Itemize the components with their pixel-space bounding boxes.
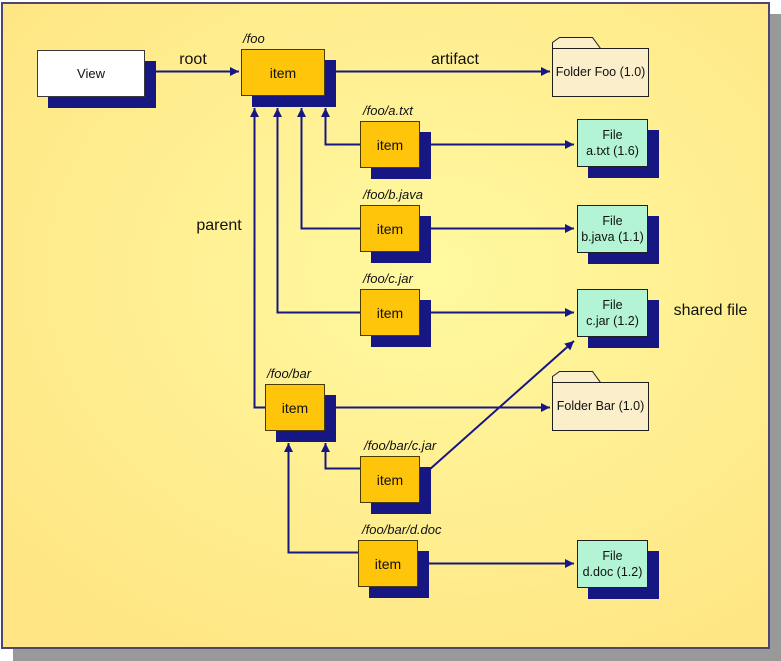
folder-bar-label: Folder Bar (1.0) bbox=[556, 399, 645, 413]
path-label-foo: /foo bbox=[243, 31, 265, 46]
file-node-b-java: File b.java (1.1) bbox=[577, 205, 648, 253]
item-node-bar-label: item bbox=[281, 399, 309, 416]
item-node-c-jar-label: item bbox=[376, 304, 404, 321]
file-node-b-java-type: File bbox=[602, 213, 623, 228]
item-node-bar-c-jar-label: item bbox=[376, 471, 404, 488]
item-node-b-java: item bbox=[360, 205, 420, 252]
path-label-foo-b-java: /foo/b.java bbox=[363, 187, 423, 202]
folder-bar-icon bbox=[552, 371, 649, 431]
item-node-bar-d-doc-label: item bbox=[374, 555, 402, 572]
item-node-b-java-label: item bbox=[376, 220, 404, 237]
item-node-foo: item bbox=[241, 49, 325, 96]
view-node-label: View bbox=[77, 66, 105, 81]
item-node-a-txt-label: item bbox=[376, 136, 404, 153]
folder-node-bar: Folder Bar (1.0) bbox=[552, 371, 651, 433]
view-node: View bbox=[37, 50, 145, 97]
file-node-c-jar-name: c.jar (1.2) bbox=[586, 314, 639, 328]
folder-foo-label: Folder Foo (1.0) bbox=[555, 65, 646, 79]
file-node-c-jar-type: File bbox=[602, 297, 623, 312]
edge-label-root: root bbox=[179, 51, 207, 68]
file-node-a-txt-type: File bbox=[602, 127, 623, 142]
file-node-d-doc-name: d.doc (1.2) bbox=[582, 565, 643, 579]
path-label-foo-bar-d-doc: /foo/bar/d.doc bbox=[362, 522, 442, 537]
file-node-d-doc-type: File bbox=[602, 548, 623, 563]
file-node-b-java-name: b.java (1.1) bbox=[581, 230, 644, 244]
path-label-foo-bar: /foo/bar bbox=[267, 366, 312, 381]
folder-foo-icon bbox=[552, 37, 649, 97]
item-node-bar: item bbox=[265, 384, 325, 431]
item-node-a-txt: item bbox=[360, 121, 420, 168]
item-node-bar-d-doc: item bbox=[358, 540, 418, 587]
file-node-d-doc: File d.doc (1.2) bbox=[577, 540, 648, 588]
item-node-c-jar: item bbox=[360, 289, 420, 336]
item-node-bar-c-jar: item bbox=[360, 456, 420, 503]
path-label-foo-c-jar: /foo/c.jar bbox=[363, 271, 413, 286]
edge-label-shared-file: shared file bbox=[673, 302, 748, 319]
folder-node-foo: Folder Foo (1.0) bbox=[552, 37, 651, 99]
edge-label-artifact: artifact bbox=[430, 51, 479, 68]
edge-label-parent: parent bbox=[196, 217, 242, 234]
item-node-foo-label: item bbox=[269, 64, 297, 81]
path-label-foo-a-txt: /foo/a.txt bbox=[363, 103, 413, 118]
path-label-foo-bar-c-jar: /foo/bar/c.jar bbox=[364, 438, 437, 453]
file-node-c-jar: File c.jar (1.2) bbox=[577, 289, 648, 337]
file-node-a-txt-name: a.txt (1.6) bbox=[586, 144, 639, 158]
file-node-a-txt: File a.txt (1.6) bbox=[577, 119, 648, 167]
